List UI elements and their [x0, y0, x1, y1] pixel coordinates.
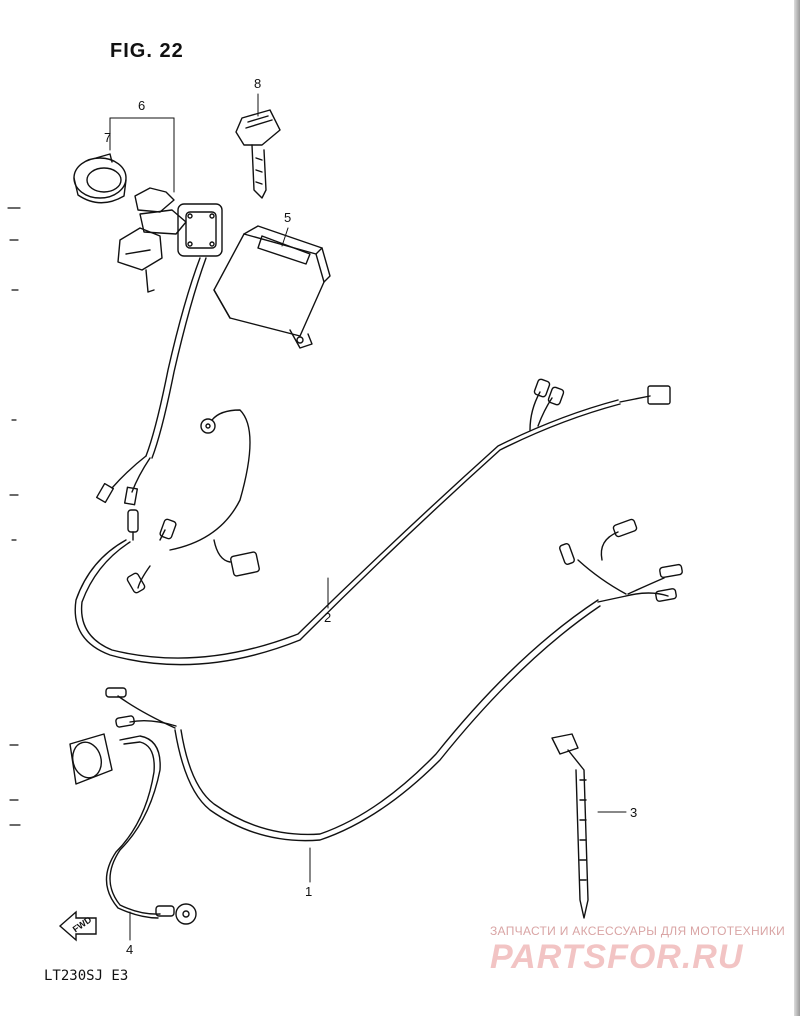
callout-4: 4 [126, 942, 134, 957]
model-code: LT230SJ E3 [44, 968, 129, 984]
ignition-key [235, 109, 281, 199]
forward-arrow-icon [58, 910, 97, 942]
watermark-tagline: ЗАПЧАСТИ И АКСЕССУАРЫ ДЛЯ МОТОТЕХНИКИ [490, 924, 786, 938]
callout-8: 8 [254, 76, 262, 91]
callout-5: 5 [284, 210, 292, 225]
figure-title: FIG. 22 [110, 40, 184, 62]
cable-tie [551, 733, 589, 919]
main-harness-1 [174, 605, 601, 842]
switch-cover [73, 153, 127, 204]
callout-6: 6 [138, 98, 146, 113]
fwd-label: FWD [71, 914, 94, 934]
page-edge [794, 0, 800, 1016]
main-harness-2 [74, 403, 621, 666]
callout-2: 2 [324, 610, 332, 625]
switch-lead [145, 257, 201, 457]
ground-lead-4 [109, 735, 161, 915]
watermark-brand: PARTSFOR.RU [490, 938, 744, 976]
cdi-unit [213, 225, 331, 349]
callout-1: 1 [305, 884, 313, 899]
callout-3: 3 [630, 805, 638, 820]
svg-text:FWD: FWD [71, 914, 94, 934]
ignition-switch [117, 187, 223, 293]
callout-7: 7 [104, 130, 112, 145]
margin-marks [7, 207, 21, 826]
leader-lines [109, 93, 627, 941]
